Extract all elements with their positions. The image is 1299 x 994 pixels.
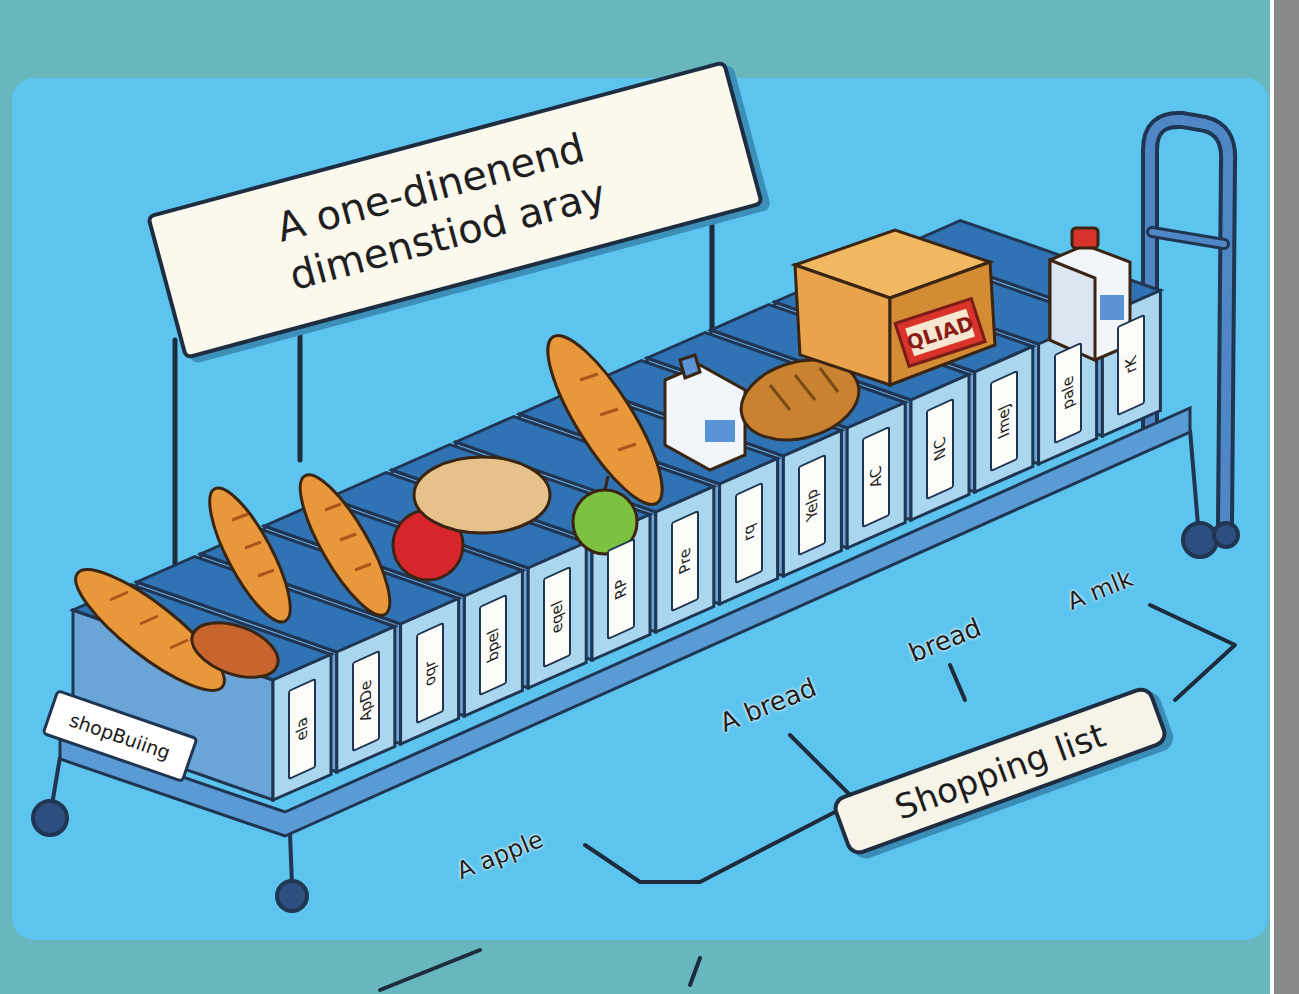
bin-tag-text: rq <box>740 522 758 545</box>
bin-tag-text: eqel <box>548 597 566 637</box>
bin-tag-text: AC <box>867 463 885 491</box>
bin-tag: rK <box>1117 314 1145 416</box>
bin-tag-text: NC <box>931 434 949 464</box>
bin-tag: bpel <box>479 594 507 696</box>
bin-tag: rq <box>735 482 763 584</box>
bin-tag-text: RP <box>612 576 630 603</box>
bin-tag: ApDe <box>352 650 380 752</box>
bin-tag: RP <box>607 538 635 640</box>
bin-tag-text: ApDe <box>357 677 375 726</box>
bin-front <box>401 599 459 745</box>
bin-tag: oqr <box>416 622 444 724</box>
bin-tag: Yelp <box>798 454 826 556</box>
frame-edge <box>1270 0 1274 994</box>
bin-tag-text: oqr <box>421 657 439 690</box>
bin-front <box>656 487 714 633</box>
bin-tag-text: Pre <box>676 545 694 577</box>
bin-tag: eqel <box>543 566 571 668</box>
bin-tag-text: ela <box>293 714 311 745</box>
bin-tag: ela <box>288 678 316 780</box>
bin-front <box>975 347 1033 493</box>
bin-tag-text: rK <box>1122 353 1140 377</box>
bin-front <box>911 375 969 521</box>
bin-tag-text: ImeJ <box>995 401 1013 442</box>
bin-front <box>337 627 395 773</box>
bin-front <box>464 571 522 717</box>
bin-front <box>528 543 586 689</box>
bin-tag: pale <box>1054 342 1082 444</box>
bin-front <box>783 431 841 577</box>
bin-tag-text: Yelp <box>803 486 821 524</box>
bin-tag: Pre <box>671 510 699 612</box>
frame-edge <box>1270 0 1299 994</box>
bin-front <box>847 403 905 549</box>
bin-tag: AC <box>862 426 890 528</box>
bin-tag-text: bpel <box>484 625 502 665</box>
bin-tag-text: pale <box>1059 373 1077 413</box>
bin-front <box>273 655 331 801</box>
bin-tag: NC <box>926 398 954 500</box>
bin-tag: ImeJ <box>990 370 1018 472</box>
bin-front <box>720 459 778 605</box>
